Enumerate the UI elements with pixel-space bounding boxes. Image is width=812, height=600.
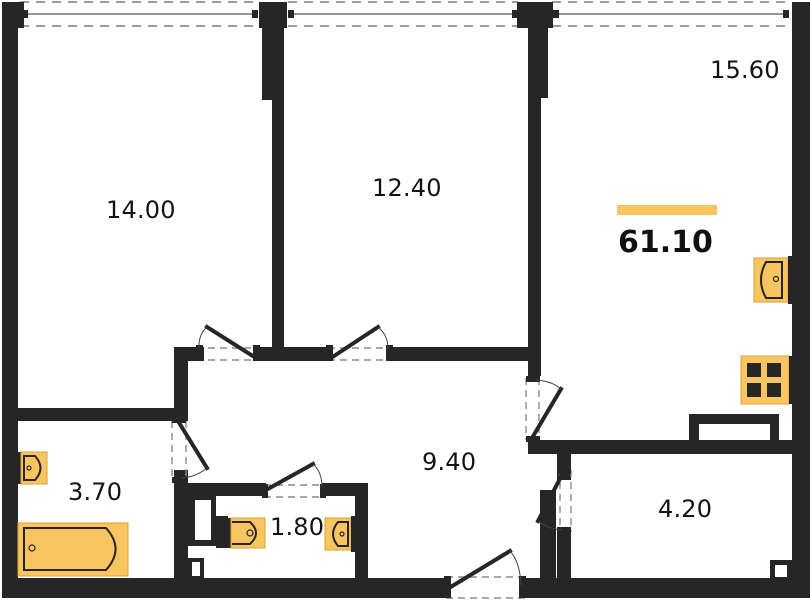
room-area-bedroom-middle: 12.40 [372,174,442,202]
room-area-bathroom: 3.70 [68,478,123,506]
room-area-storage: 4.20 [658,495,713,523]
room-area-kitchen-living: 15.60 [710,56,780,84]
room-area-hallway: 9.40 [422,448,477,476]
room-area-bedroom-left: 14.00 [106,196,176,224]
door-bathroom[interactable] [171,417,210,483]
door-bedroom-middle[interactable] [326,324,393,361]
door-entrance[interactable] [444,548,526,599]
sink-icon [324,516,355,552]
door-storage[interactable] [535,468,572,533]
total-area: 61.10 [618,225,713,260]
window-right [552,1,792,27]
toilet-icon [216,517,266,549]
bathtub-icon [17,522,129,577]
stove-icon [740,355,792,405]
total-area-accent-bar [617,205,717,215]
sink-icon [753,256,792,304]
window-left [20,1,260,27]
sink-icon [17,451,48,485]
door-bedroom-left[interactable] [196,324,260,361]
window-middle [288,1,518,27]
door-toilet[interactable] [262,461,326,498]
door-kitchen[interactable] [525,376,564,442]
room-area-toilet: 1.80 [270,513,325,541]
